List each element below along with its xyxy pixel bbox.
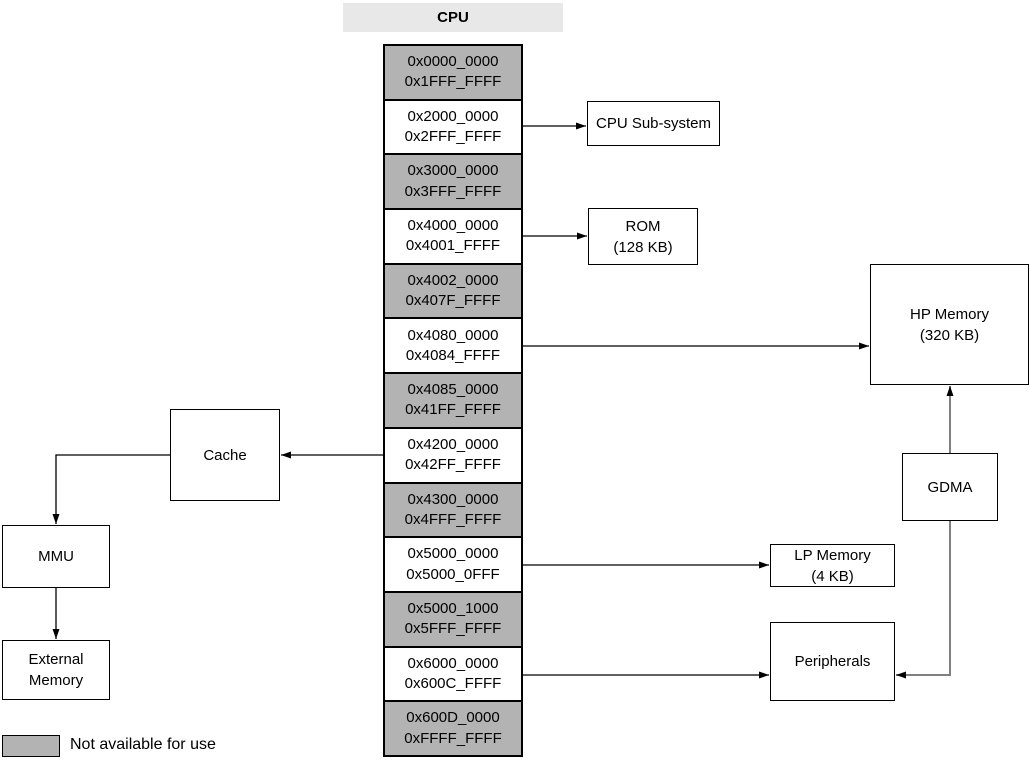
range-start: 0x4085_0000 bbox=[407, 381, 499, 399]
legend-label: Not available for use bbox=[70, 736, 216, 753]
mmu-label: MMU bbox=[38, 548, 74, 565]
range-end: 0xFFFF_FFFF bbox=[404, 729, 502, 747]
range-end: 0x600C_FFFF bbox=[404, 674, 502, 692]
memory-range-row-0x4300_0000: 0x4300_0000 0x4FFF_FFFF bbox=[383, 481, 523, 539]
memory-range-row-0x600D_0000: 0x600D_0000 0xFFFF_FFFF bbox=[383, 700, 523, 757]
memory-range-row-0x6000_0000: 0x6000_0000 0x600C_FFFF bbox=[383, 645, 523, 703]
lp-memory-block: LP Memory (4 KB) bbox=[770, 544, 895, 587]
range-end: 0x5000_0FFF bbox=[406, 565, 500, 583]
memory-range-row-0x4080_0000: 0x4080_0000 0x4084_FFFF bbox=[383, 317, 523, 375]
range-end: 0x4001_FFFF bbox=[405, 237, 501, 255]
range-end: 0x1FFF_FFFF bbox=[404, 73, 502, 91]
gdma-block: GDMA bbox=[902, 453, 998, 521]
range-end: 0x5FFF_FFFF bbox=[404, 620, 502, 638]
hp-memory-block: HP Memory (320 KB) bbox=[870, 264, 1029, 385]
cpu-header: CPU bbox=[343, 3, 563, 32]
hp-memory-size-label: (320 KB) bbox=[919, 326, 980, 344]
legend-unavailable-swatch bbox=[2, 735, 60, 757]
cache-block: Cache bbox=[170, 409, 280, 501]
range-start: 0x4002_0000 bbox=[407, 271, 499, 289]
memory-range-row-0x0000_0000: 0x0000_0000 0x1FFF_FFFF bbox=[383, 44, 523, 101]
lp-memory-label: LP Memory bbox=[794, 546, 871, 564]
range-start: 0x4080_0000 bbox=[407, 326, 499, 344]
external-memory-block: External Memory bbox=[2, 640, 110, 700]
memory-range-row-0x5000_0000: 0x5000_0000 0x5000_0FFF bbox=[383, 536, 523, 593]
range-start: 0x4200_0000 bbox=[407, 435, 499, 453]
arrow-gdma-to-peripherals bbox=[896, 521, 951, 679]
range-start: 0x6000_0000 bbox=[407, 654, 499, 672]
range-end: 0x3FFF_FFFF bbox=[404, 182, 502, 200]
peripherals-label: Peripherals bbox=[794, 653, 871, 670]
range-end: 0x42FF_FFFF bbox=[405, 456, 501, 474]
rom-label: ROM bbox=[625, 217, 661, 235]
arrow-cache-to-mmu bbox=[52, 454, 170, 524]
external-memory-label-line1: External bbox=[28, 651, 84, 668]
memory-address-stack: 0x0000_0000 0x1FFF_FFFF 0x2000_0000 0x2FFF_… bbox=[383, 44, 523, 757]
gdma-label: GDMA bbox=[927, 478, 973, 496]
range-end: 0x4084_FFFF bbox=[405, 346, 501, 364]
range-start: 0x600D_0000 bbox=[406, 709, 500, 727]
lp-memory-size-label: (4 KB) bbox=[811, 567, 854, 585]
range-end: 0x41FF_FFFF bbox=[405, 401, 501, 419]
external-memory-label-line2: Memory bbox=[28, 672, 84, 689]
hp-memory-label: HP Memory bbox=[910, 305, 989, 323]
peripherals-block: Peripherals bbox=[770, 622, 895, 701]
range-start: 0x5000_1000 bbox=[407, 599, 499, 617]
rom-size-label: (128 KB) bbox=[613, 238, 673, 256]
cpu-header-label: CPU bbox=[437, 9, 469, 26]
memory-range-row-0x4002_0000: 0x4002_0000 0x407F_FFFF bbox=[383, 262, 523, 320]
range-start: 0x5000_0000 bbox=[407, 545, 499, 563]
range-start: 0x2000_0000 bbox=[407, 107, 499, 125]
memory-range-row-0x3000_0000: 0x3000_0000 0x3FFF_FFFF bbox=[383, 153, 523, 211]
cpu-subsystem-block: CPU Sub-system bbox=[587, 101, 720, 146]
memory-range-row-0x2000_0000: 0x2000_0000 0x2FFF_FFFF bbox=[383, 98, 523, 156]
memory-range-row-0x5000_1000: 0x5000_1000 0x5FFF_FFFF bbox=[383, 590, 523, 648]
memory-range-row-0x4085_0000: 0x4085_0000 0x41FF_FFFF bbox=[383, 372, 523, 429]
range-start: 0x0000_0000 bbox=[407, 53, 499, 71]
mmu-block: MMU bbox=[2, 525, 110, 588]
rom-block: ROM (128 KB) bbox=[588, 208, 698, 265]
range-start: 0x4300_0000 bbox=[407, 490, 499, 508]
range-end: 0x4FFF_FFFF bbox=[404, 510, 502, 528]
range-start: 0x3000_0000 bbox=[407, 162, 499, 180]
cache-label: Cache bbox=[203, 446, 247, 464]
memory-range-row-0x4200_0000: 0x4200_0000 0x42FF_FFFF bbox=[383, 426, 523, 484]
range-end: 0x2FFF_FFFF bbox=[404, 128, 502, 146]
cpu-subsystem-label: CPU Sub-system bbox=[595, 115, 712, 132]
range-start: 0x4000_0000 bbox=[407, 217, 499, 235]
range-end: 0x407F_FFFF bbox=[405, 292, 501, 310]
memory-range-row-0x4000_0000: 0x4000_0000 0x4001_FFFF bbox=[383, 208, 523, 265]
